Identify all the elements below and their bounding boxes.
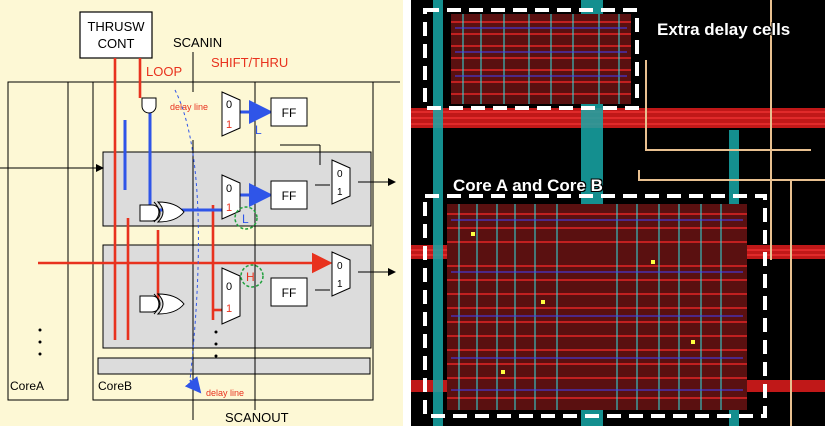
loop-label: LOOP [146,64,182,79]
core-b-label: CoreB [98,379,132,393]
mux1-in0: 0 [226,99,232,111]
svg-text:0: 0 [337,169,343,180]
svg-text:FF: FF [282,286,297,300]
svg-text:FF: FF [282,106,297,120]
ff-2 [270,180,308,210]
thrusw-label: THRUSW [87,19,145,34]
svg-text:L: L [242,212,249,226]
core-a-label: CoreA [10,379,44,393]
svg-text:FF: FF [282,189,297,203]
ff-3 [270,277,308,307]
extra-delay-label: Extra delay cells [657,20,791,39]
svg-text:0: 0 [226,183,232,195]
svg-text:1: 1 [337,279,343,290]
thrusw-cont-box [79,11,153,59]
core-band-bottom [97,357,371,375]
chip-layout: Extra delay cells Core A and Core B [411,0,825,426]
cont-label: CONT [98,36,135,51]
layout-drawing [411,0,825,426]
level-high: H [246,270,255,284]
core-ab-outline [423,194,767,418]
ff-1 [270,97,308,127]
core-ab-block [447,204,747,410]
delay-line-bottom-label: delay line [206,388,244,398]
scanin-label: SCANIN [173,35,222,50]
core-ab-label: Core A and Core B [453,176,603,195]
svg-text:1: 1 [226,202,232,214]
svg-text:0: 0 [337,261,343,272]
svg-text:0: 0 [226,281,232,293]
delay-line-top-label: delay line [170,102,208,112]
shift-thru-label: SHIFT/THRU [211,55,288,70]
level-low-1: L [255,123,262,137]
mux1-in1: 1 [226,119,232,131]
scan-chain-schematic: THRUSW CONT SCANIN LOOP SHIFT/THRU delay… [0,0,403,426]
svg-text:1: 1 [337,187,343,198]
scanout-label: SCANOUT [225,410,289,425]
svg-text:1: 1 [226,303,232,315]
extra-delay-block [451,14,631,104]
